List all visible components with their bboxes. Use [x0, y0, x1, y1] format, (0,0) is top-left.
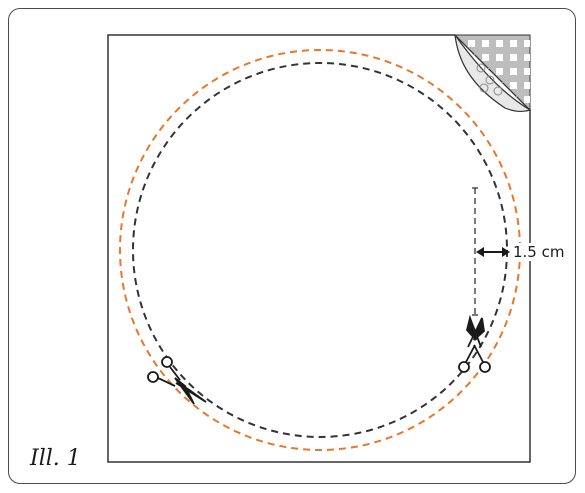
- double-arrow-icon: [476, 247, 510, 257]
- guide-line: [472, 187, 478, 316]
- fabric-sheet: [107, 34, 531, 463]
- scissors-icon: [458, 314, 491, 373]
- peeled-corner-icon: [453, 34, 532, 112]
- measurement-label: 1.5 cm: [512, 243, 566, 261]
- scissors-icon: [147, 356, 207, 405]
- figure-caption: Ill. 1: [30, 446, 81, 471]
- inner-seam-line: [132, 62, 508, 438]
